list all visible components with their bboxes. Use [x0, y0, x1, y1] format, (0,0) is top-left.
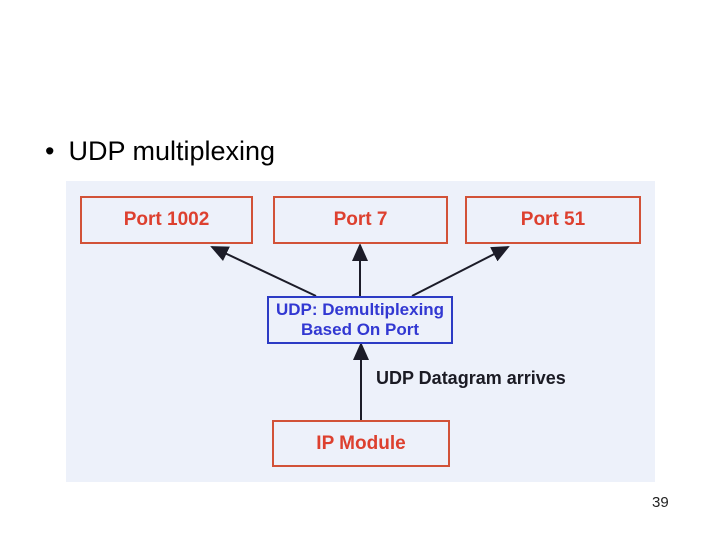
arrow-udp-to-port-51 [411, 246, 510, 297]
arrow-layer [210, 243, 510, 420]
datagram-arrives-label: UDP Datagram arrives [376, 368, 566, 388]
node-port-51: Port 51 [465, 196, 641, 244]
page-title: UDP multiplexing [68, 136, 276, 166]
arrow-udp-to-port-1002 [210, 246, 317, 297]
diagram-panel: Port 1002 Port 7 Port 51 UDP: Demultiple… [66, 181, 655, 482]
node-port-1002: Port 1002 [80, 196, 253, 244]
bullet-marker: • [45, 136, 55, 166]
node-ip-module: IP Module [272, 420, 450, 467]
page-number: 39 [652, 494, 669, 511]
slide-title-row: • UDP multiplexing [45, 135, 275, 167]
node-udp-demultiplexing: UDP: Demultiplexing Based On Port [267, 296, 453, 344]
node-port-7: Port 7 [273, 196, 448, 244]
